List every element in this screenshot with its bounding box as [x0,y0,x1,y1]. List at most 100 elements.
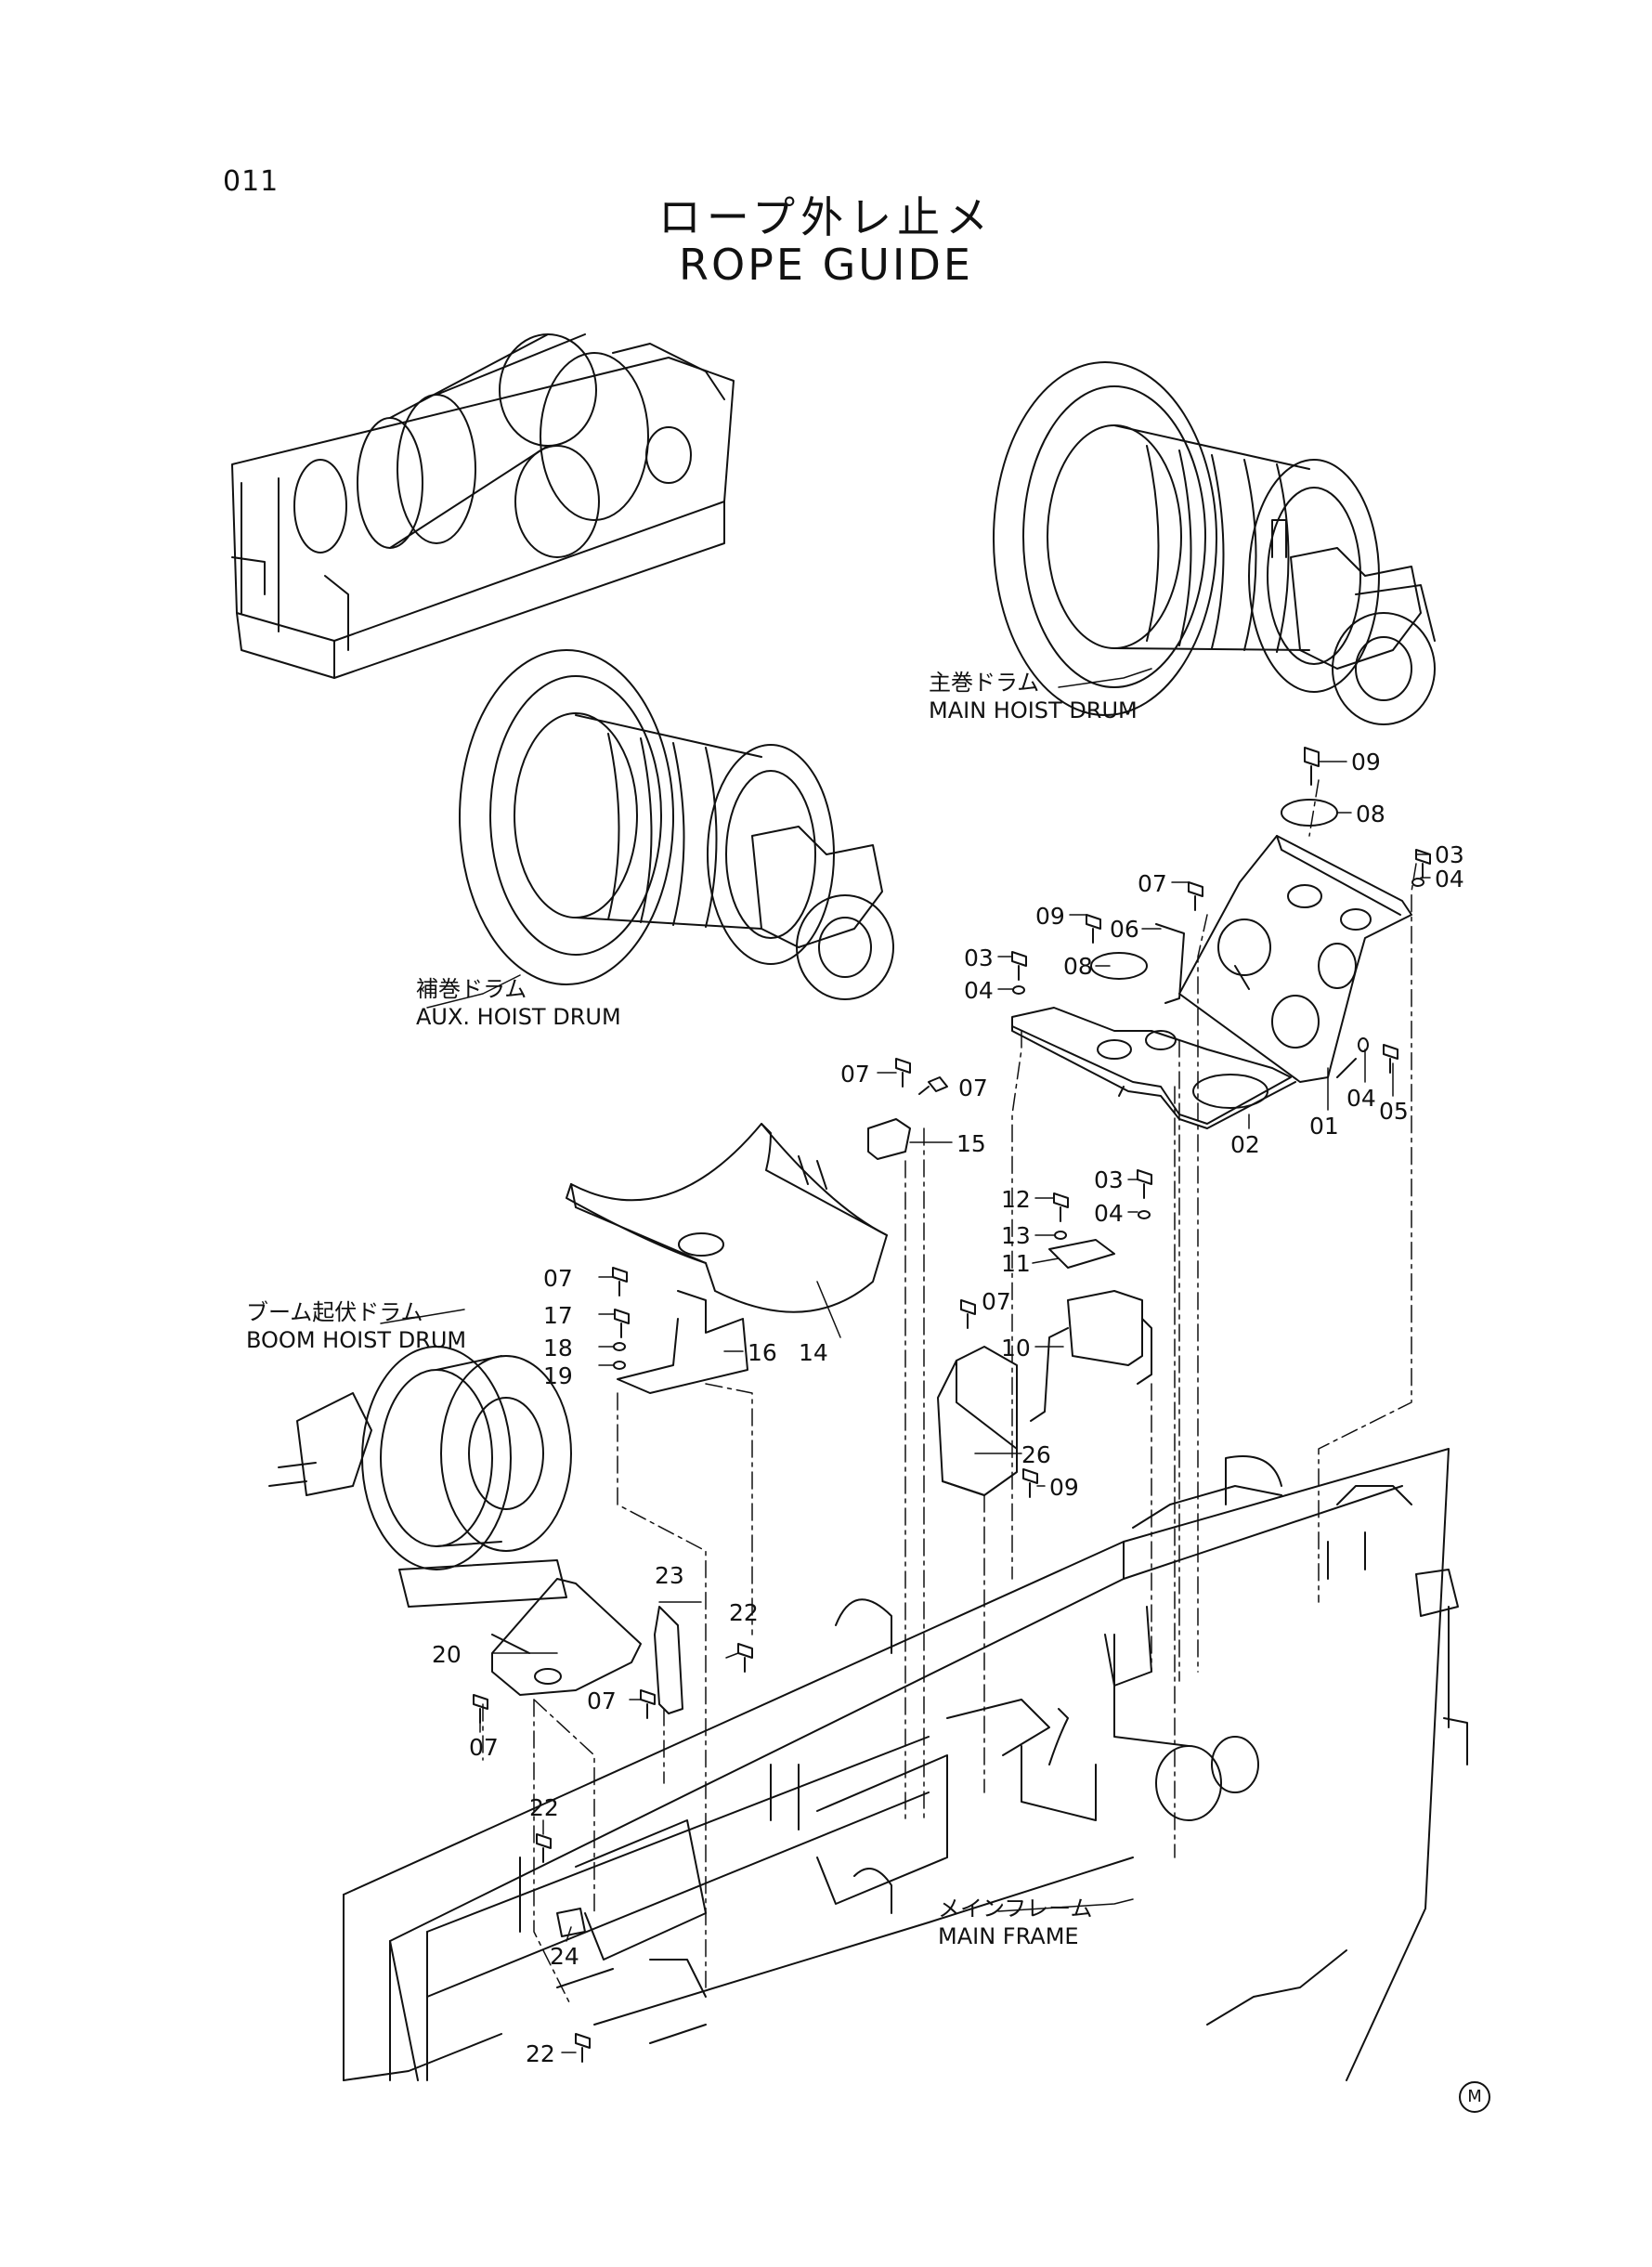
part-label: 06 [1110,916,1139,943]
bolt-07-icon [919,1077,947,1094]
washer-18-icon [614,1343,625,1350]
part-label: 04 [1435,866,1464,892]
part-23-bracket [655,1607,683,1713]
washer-04-icon [1013,986,1024,994]
part-label: 22 [529,1794,559,1821]
bolt-12-icon [1054,1193,1068,1221]
part-label: 09 [1351,749,1381,775]
part-label: 01 [1309,1113,1339,1140]
part-label: 23 [655,1562,684,1589]
part-label: 07 [958,1075,988,1101]
bolt-07-icon [1189,882,1203,910]
part-10-rod [1031,1291,1151,1421]
part-02-tray [1012,1008,1295,1128]
part-label: 16 [748,1339,777,1366]
main-hoist-drum-label-en: MAIN HOIST DRUM [929,697,1138,723]
part-06-clip [1156,924,1184,1003]
main-frame-illustration [344,1449,1467,2080]
part-label: 14 [799,1339,828,1366]
aux-hoist-drum-label-en: AUX. HOIST DRUM [416,1004,621,1030]
bolt-09-icon [1305,748,1319,785]
part-label: 02 [1230,1131,1260,1158]
bolt-03-icon [1138,1170,1151,1198]
part-label: 07 [469,1734,499,1761]
bolt-09-icon [1086,915,1100,943]
part-label: 17 [543,1302,573,1329]
part-label: 22 [526,2040,555,2067]
part-label: 05 [1379,1098,1409,1125]
part-label: 07 [587,1687,617,1714]
part-label: 07 [543,1265,573,1292]
part-label: 24 [550,1943,579,1970]
part-08-plate-upper [1281,800,1337,826]
main-hoist-drum-label: 主巻ドラム MAIN HOIST DRUM [929,669,1138,724]
title-japanese: ロープ外レ止メ [657,192,995,242]
part-label: 18 [543,1335,573,1362]
part-01-bracket [1179,836,1411,1082]
bolt-22-icon [537,1834,551,1862]
washer-04-icon [1412,879,1424,886]
bolt-07-icon [613,1268,627,1296]
bolt-03-icon [1012,952,1026,980]
part-label: 07 [1138,870,1167,897]
part-16-bracket [618,1291,748,1393]
part-label: 09 [1049,1474,1079,1501]
part-label: 04 [964,977,994,1004]
part-label: 04 [1346,1085,1376,1112]
part-label: 10 [1001,1335,1031,1362]
bolt-05-icon [1384,1045,1398,1073]
title-english: ROPE GUIDE [679,240,973,290]
fasteners [474,748,1430,2062]
overview-assembly-illustration [232,334,734,678]
bolt-07-icon [641,1690,655,1718]
bolt-07-icon [961,1300,975,1328]
washer-13-icon [1055,1231,1066,1239]
part-26-cover [938,1347,1017,1495]
boom-hoist-drum-illustration [269,1347,571,1607]
part-label: 11 [1001,1250,1031,1277]
main-hoist-drum-illustration [994,362,1435,724]
part-label: 13 [1001,1222,1031,1249]
page-number: 011 [223,165,280,198]
bolt-09-icon [1023,1469,1037,1497]
part-label: 08 [1356,801,1385,827]
part-label: 04 [1094,1200,1124,1227]
part-08-plate-lower [1091,953,1147,979]
alignment-lines [483,780,1416,2006]
part-15-bracket [868,1119,910,1159]
main-frame-label-jp: メインフレーム [938,1896,1093,1922]
aux-hoist-drum-label: 補巻ドラム AUX. HOIST DRUM [416,975,621,1031]
part-label: 03 [1435,841,1464,868]
washer-04-icon [1359,1038,1368,1051]
part-label: 03 [1094,1166,1124,1193]
part-11-plate [1049,1240,1114,1268]
bolt-03-icon [1416,850,1430,878]
aux-hoist-drum-illustration [460,650,893,999]
bolt-22-icon [738,1644,752,1672]
aux-hoist-drum-label-jp: 補巻ドラム [416,976,527,1002]
boom-hoist-drum-label-en: BOOM HOIST DRUM [246,1327,467,1353]
part-label: 15 [956,1130,986,1157]
part-label: 08 [1063,953,1093,980]
revision-mark-icon: M [1459,2081,1490,2113]
bolt-07-icon [474,1695,488,1723]
main-frame-label-en: MAIN FRAME [938,1923,1079,1949]
part-label: 12 [1001,1186,1031,1213]
part-label: 07 [982,1288,1011,1315]
bolt-22-icon [576,2034,590,2062]
boom-hoist-drum-label-jp: ブーム起伏ドラム [246,1299,423,1325]
boom-hoist-drum-label: ブーム起伏ドラム BOOM HOIST DRUM [246,1298,466,1354]
main-hoist-drum-label-jp: 主巻ドラム [929,670,1040,696]
washer-04-icon [1138,1211,1150,1218]
part-label: 03 [964,945,994,971]
part-label: 22 [729,1599,759,1626]
leader-lines [381,669,1430,2052]
part-label: 07 [840,1061,870,1088]
part-24-bracket [557,1909,585,1936]
washer-19-icon [614,1362,625,1369]
part-label: 19 [543,1362,573,1389]
part-14-rope-guide [566,1124,887,1312]
part-label: 20 [432,1641,462,1668]
part-label: 26 [1021,1441,1051,1468]
bolt-17-icon [615,1309,629,1337]
